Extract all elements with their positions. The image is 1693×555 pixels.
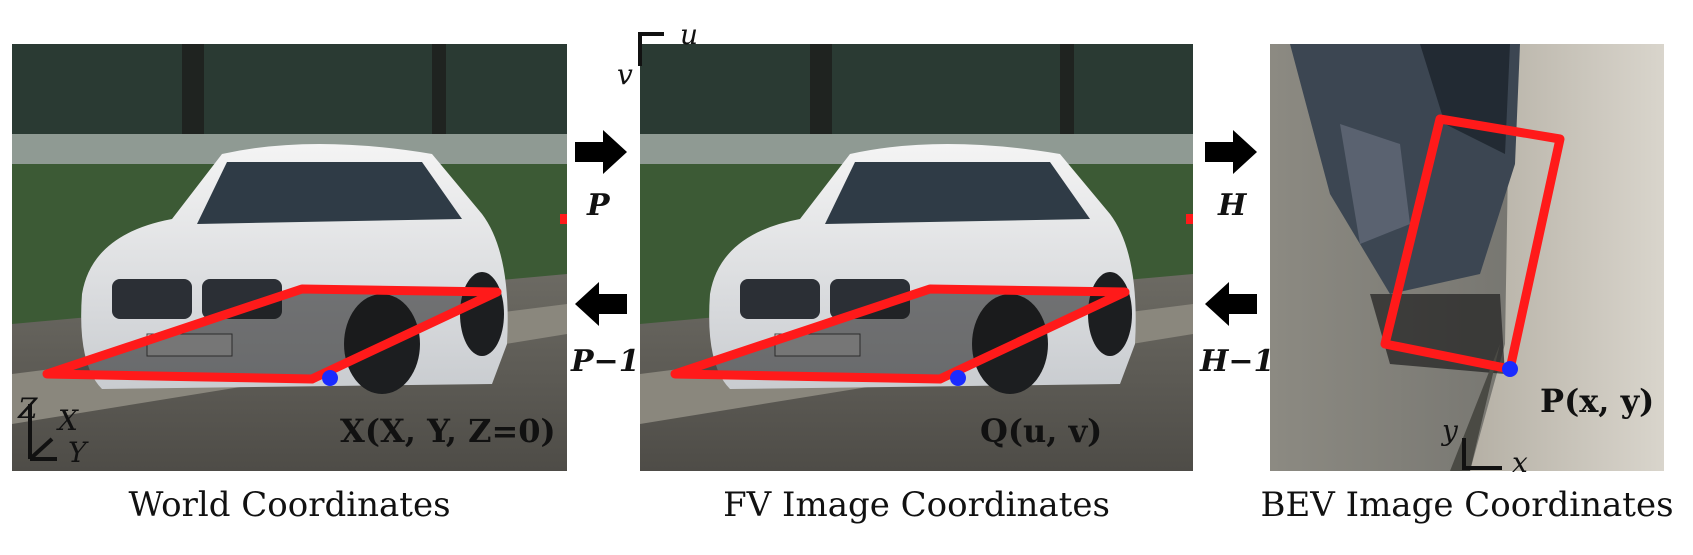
world-axis-z-label: Z	[18, 392, 38, 425]
world-point-label: X(X, Y, Z=0)	[340, 412, 556, 450]
fv-axis-v-label: v	[617, 58, 633, 91]
fv-caption: FV Image Coordinates	[723, 485, 1110, 525]
world-axis-y-label: Y	[68, 436, 87, 469]
fv-axes-icon	[638, 32, 664, 66]
arrow-right-icon	[575, 130, 627, 174]
arrow-right-icon	[1205, 130, 1257, 174]
world-axis-x-label: X	[58, 404, 78, 437]
fv-image-bbox	[670, 284, 1130, 384]
world-axes-icon	[28, 404, 57, 461]
bev-axis-y-label: y	[1442, 414, 1458, 447]
transform-p-label: P	[587, 188, 610, 223]
fv-axis-u-label: u	[680, 18, 699, 51]
bev-point-marker	[1502, 361, 1518, 377]
world-ground-bbox	[42, 284, 502, 384]
bev-panel	[1270, 44, 1664, 471]
world-point-marker	[322, 370, 338, 386]
fv-scene-image	[640, 44, 1193, 471]
world-scene-image	[12, 44, 567, 471]
transform-h-label: H	[1218, 188, 1247, 223]
arrow-left-icon	[1205, 282, 1257, 326]
world-caption: World Coordinates	[128, 485, 451, 525]
transform-h-inverse-label: H−1	[1200, 344, 1275, 379]
bev-caption: BEV Image Coordinates	[1260, 485, 1674, 525]
fv-point-marker	[950, 370, 966, 386]
bev-point-label: P(x, y)	[1540, 382, 1655, 420]
fv-panel	[640, 44, 1193, 471]
bev-axes-icon	[1462, 438, 1502, 470]
fv-point-label: Q(u, v)	[980, 412, 1103, 450]
arrow-left-icon	[575, 282, 627, 326]
bev-axis-x-label: x	[1512, 446, 1528, 479]
bev-scene-image	[1270, 44, 1664, 471]
transform-p-inverse-label: P−1	[571, 344, 640, 379]
world-panel	[12, 44, 567, 471]
